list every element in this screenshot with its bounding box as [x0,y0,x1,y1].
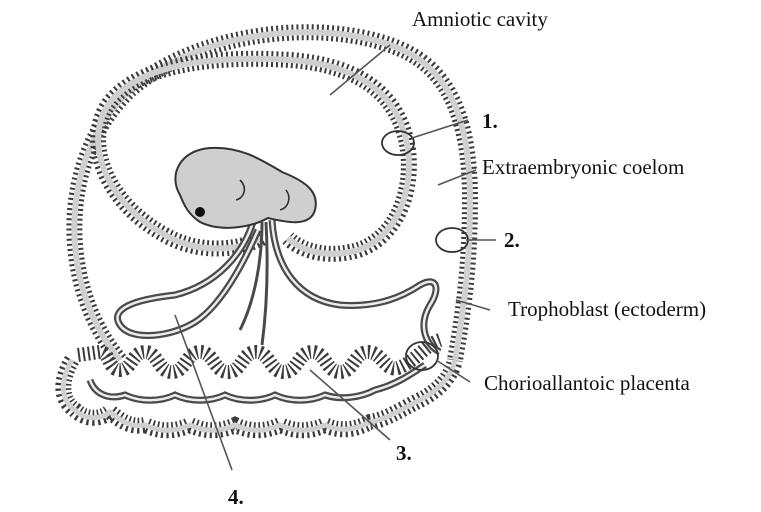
embryo-eye [195,207,205,217]
chorioallantoic-base [63,340,455,430]
label-marker-3: 3. [396,441,412,465]
embryo [175,148,315,228]
label-marker-2: 2. [504,228,520,252]
marker-2-circle [436,228,468,252]
label-trophoblast: Trophoblast (ectoderm) [508,297,706,321]
label-marker-1: 1. [482,109,498,133]
label-marker-4: 4. [228,485,244,509]
label-chorioallantoic-placenta: Chorioallantoic placenta [484,371,691,395]
label-extraembryonic-coelom: Extraembryonic coelom [482,155,684,179]
label-amniotic-cavity: Amniotic cavity [412,7,548,31]
